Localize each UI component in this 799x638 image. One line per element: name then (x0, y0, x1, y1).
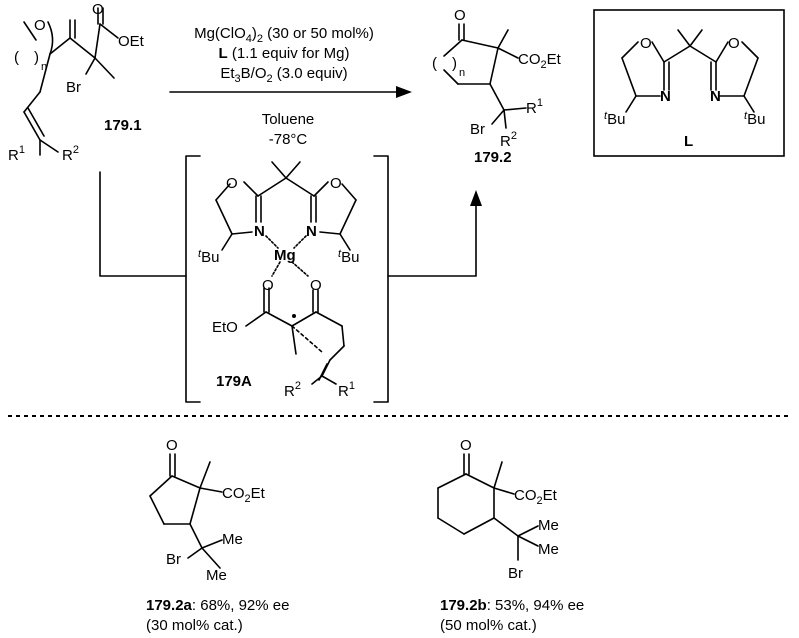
example-a-me2-label: Me (206, 567, 227, 584)
example-a-catalyst: (30 mol% cat.) (146, 617, 243, 634)
reactant-compound-id: 179.1 (104, 117, 142, 134)
ligand-oxygen-left: O (640, 35, 652, 52)
ligand-oxygen-right: O (728, 35, 740, 52)
product-co2et-label: CO2Et (518, 51, 562, 71)
example-b-oxygen: O (460, 437, 472, 454)
intermediate-r1-label: R1 (338, 380, 355, 400)
intermediate-oxygen-ester: O (262, 277, 274, 294)
reactant-r1-label: R1 (8, 144, 25, 164)
reactant-r2-label: R2 (62, 144, 79, 164)
product-n-subscript: n (459, 67, 465, 79)
product-ketone-oxygen: O (454, 7, 466, 24)
intermediate-nitrogen-left: N (254, 223, 265, 240)
example-a-structure (149, 453, 223, 569)
ligand-nitrogen-right: N (710, 88, 721, 105)
reactant-n-subscript: n (41, 61, 47, 73)
product-ring-paren-open: ( (432, 55, 437, 72)
reactant-ring-paren-close: ) (34, 49, 39, 66)
example-b-me2-label: Me (538, 541, 559, 558)
example-a-result: 179.2a: 68%, 92% ee (146, 597, 289, 614)
intermediate-compound-id: 179A (216, 373, 252, 390)
reactant-structure (23, 7, 119, 156)
bracket-right (373, 155, 389, 403)
reactant-oet-label: OEt (118, 33, 145, 50)
example-b-co2et-label: CO2Et (514, 487, 558, 507)
intermediate-oxygen-ketone: O (310, 277, 322, 294)
bracket-left (185, 155, 201, 403)
example-a-oxygen: O (166, 437, 178, 454)
example-a-co2et-label: CO2Et (222, 485, 266, 505)
ligand-tbu-right: tBu (744, 110, 765, 128)
product-compound-id: 179.2 (474, 149, 512, 166)
reactant-ester-oxygen: O (92, 1, 104, 18)
intermediate-nitrogen-right: N (306, 223, 317, 240)
product-r1-label: R1 (526, 97, 543, 117)
example-b-result: 179.2b: 53%, 94% ee (440, 597, 584, 614)
intermediate-oxygen-right: O (330, 175, 342, 192)
condition-line-3: Et3B/O2 (3.0 equiv) (220, 65, 347, 85)
product-ring-paren-close: ) (452, 55, 457, 72)
example-b-br-label: Br (508, 565, 523, 582)
condition-line-2: L (1.1 equiv for Mg) (219, 45, 350, 62)
product-r2-label: R2 (500, 130, 517, 150)
intermediate-mg-label: Mg (274, 247, 296, 264)
intermediate-r2-label: R2 (284, 380, 301, 400)
reaction-arrow-head (396, 86, 412, 98)
reactant-br-label: Br (66, 79, 81, 96)
intermediate-tbu-right: tBu (338, 248, 359, 266)
ligand-nitrogen-left: N (660, 88, 671, 105)
condition-solvent: Toluene (262, 111, 315, 128)
pathway-line-right (387, 205, 477, 277)
ligand-label: L (684, 133, 693, 150)
example-b-structure (437, 453, 539, 561)
ligand-tbu-left: tBu (604, 110, 625, 128)
reactant-ring-paren-open: ( (14, 49, 19, 66)
condition-line-1: Mg(ClO4)2 (30 or 50 mol%) (194, 25, 374, 45)
product-structure (443, 23, 527, 129)
pathway-line-left (99, 171, 187, 277)
intermediate-tbu-left: tBu (198, 248, 219, 266)
example-a-br-label: Br (166, 551, 181, 568)
example-b-me1-label: Me (538, 517, 559, 534)
intermediate-structure (215, 161, 357, 385)
ligand-box (593, 9, 785, 157)
example-a-me1-label: Me (222, 531, 243, 548)
condition-temperature: -78°C (269, 131, 308, 148)
ligand-structure (621, 29, 759, 113)
intermediate-oxygen-left: O (226, 175, 238, 192)
pathway-arrow-head (470, 190, 482, 206)
intermediate-eto-label: EtO (212, 319, 238, 336)
example-b-catalyst: (50 mol% cat.) (440, 617, 537, 634)
reactant-ketone-oxygen: O (34, 17, 46, 34)
product-br-label: Br (470, 121, 485, 138)
